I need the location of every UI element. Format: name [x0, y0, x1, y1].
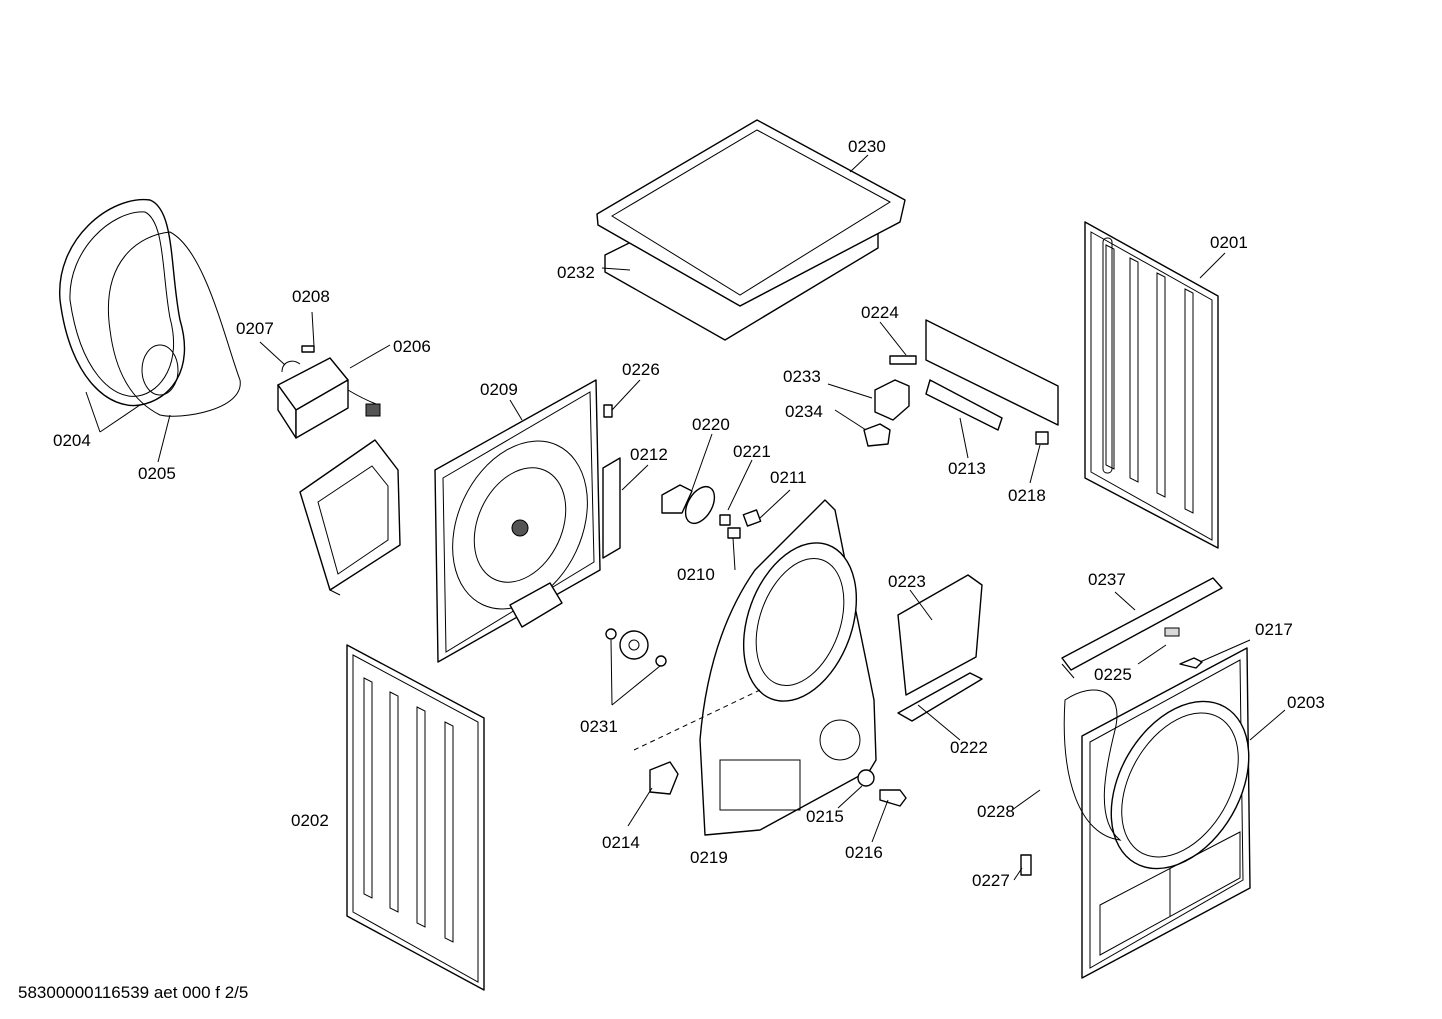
label-0205: 0205 — [138, 464, 176, 483]
label-0222: 0222 — [950, 738, 988, 757]
label-0223: 0223 — [888, 572, 926, 591]
label-0208: 0208 — [292, 287, 330, 306]
label-0202: 0202 — [291, 811, 329, 830]
label-0233: 0233 — [783, 367, 821, 386]
label-0227: 0227 — [972, 871, 1010, 890]
label-0226: 0226 — [622, 360, 660, 379]
air-duct-illustration — [299, 439, 401, 596]
label-0221: 0221 — [733, 442, 771, 461]
label-0207: 0207 — [236, 319, 274, 338]
label-0234: 0234 — [785, 402, 823, 421]
top-cover-illustration — [596, 119, 906, 341]
label-0217: 0217 — [1255, 620, 1293, 639]
right-side-panel-illustration — [1084, 221, 1219, 549]
label-0206: 0206 — [393, 337, 431, 356]
label-0224: 0224 — [861, 303, 899, 322]
label-0211: 0211 — [770, 468, 807, 487]
label-0232: 0232 — [557, 263, 595, 282]
label-0204: 0204 — [53, 431, 91, 450]
label-0228: 0228 — [977, 802, 1015, 821]
label-0225: 0225 — [1094, 665, 1132, 684]
label-0230: 0230 — [848, 137, 886, 156]
label-0215: 0215 — [806, 807, 844, 826]
leader-lines — [85, 154, 1286, 881]
small-parts-illustration — [605, 319, 1059, 876]
left-side-panel-illustration — [346, 644, 485, 991]
heater-unit-illustration — [277, 345, 381, 439]
label-0237: 0237 — [1088, 570, 1126, 589]
label-0213: 0213 — [948, 459, 986, 478]
label-0209: 0209 — [480, 380, 518, 399]
label-0210: 0210 — [677, 565, 715, 584]
label-0218: 0218 — [1008, 486, 1046, 505]
label-0220: 0220 — [692, 415, 730, 434]
document-id: 58300000116539 aet 000 f 2/5 — [18, 983, 248, 1002]
drum-rear-illustration — [59, 198, 241, 417]
label-0231: 0231 — [580, 717, 618, 736]
bearing-shield-illustration — [699, 499, 877, 836]
top-rail-illustration — [1061, 577, 1223, 679]
label-0216: 0216 — [845, 843, 883, 862]
part-labels: 0230 0232 0201 0208 0207 0206 0204 0205 … — [53, 137, 1325, 890]
label-0201: 0201 — [1210, 233, 1248, 252]
label-0214: 0214 — [602, 833, 640, 852]
label-0203: 0203 — [1287, 693, 1325, 712]
rear-panel-illustration — [434, 379, 621, 663]
label-0212: 0212 — [630, 445, 668, 464]
label-0219: 0219 — [690, 848, 728, 867]
front-panel-illustration — [1063, 647, 1251, 979]
